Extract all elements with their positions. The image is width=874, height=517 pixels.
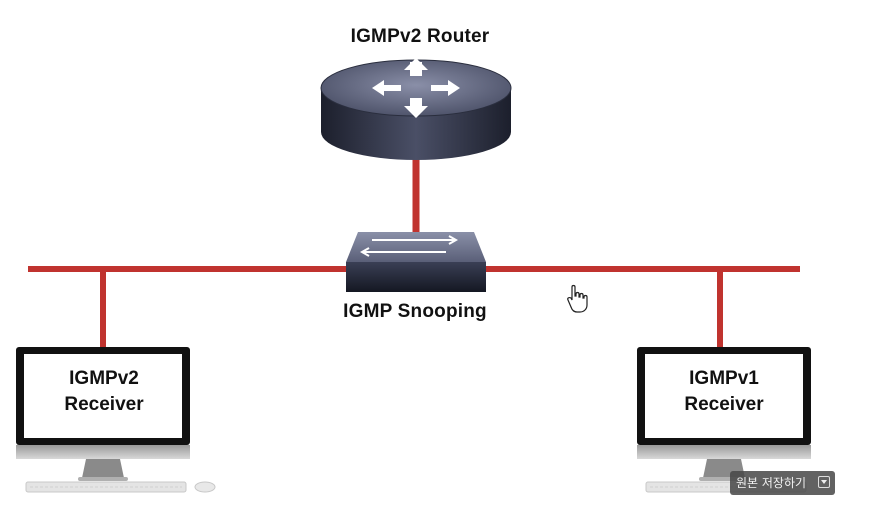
network-links <box>28 158 800 347</box>
dropdown-arrow-icon[interactable] <box>818 476 830 488</box>
router-label: IGMPv2 Router <box>350 26 490 47</box>
save-original-label: 원본 저장하기 <box>736 476 807 490</box>
receiver-right-line1: IGMPv1 <box>689 368 759 389</box>
switch-label: IGMP Snooping <box>343 301 487 322</box>
hand-cursor-icon <box>567 284 588 313</box>
switch-icon <box>346 232 486 292</box>
receiver-right-line2: Receiver <box>684 394 764 415</box>
receiver-left-line1: IGMPv2 <box>69 368 139 389</box>
receiver-left-label: IGMPv2 Receiver <box>24 366 184 418</box>
receiver-left-line2: Receiver <box>64 394 144 415</box>
keyboard-icon <box>25 481 187 493</box>
mouse-icon <box>194 481 216 493</box>
router-arrows-icon <box>372 58 460 118</box>
switch-arrows-icon <box>359 235 459 257</box>
receiver-right-label: IGMPv1 Receiver <box>644 366 804 418</box>
receiver-computer-right <box>637 347 811 493</box>
save-original-button[interactable]: 원본 저장하기 <box>730 471 835 495</box>
receiver-computer-left <box>16 347 216 493</box>
router-icon <box>320 58 512 160</box>
